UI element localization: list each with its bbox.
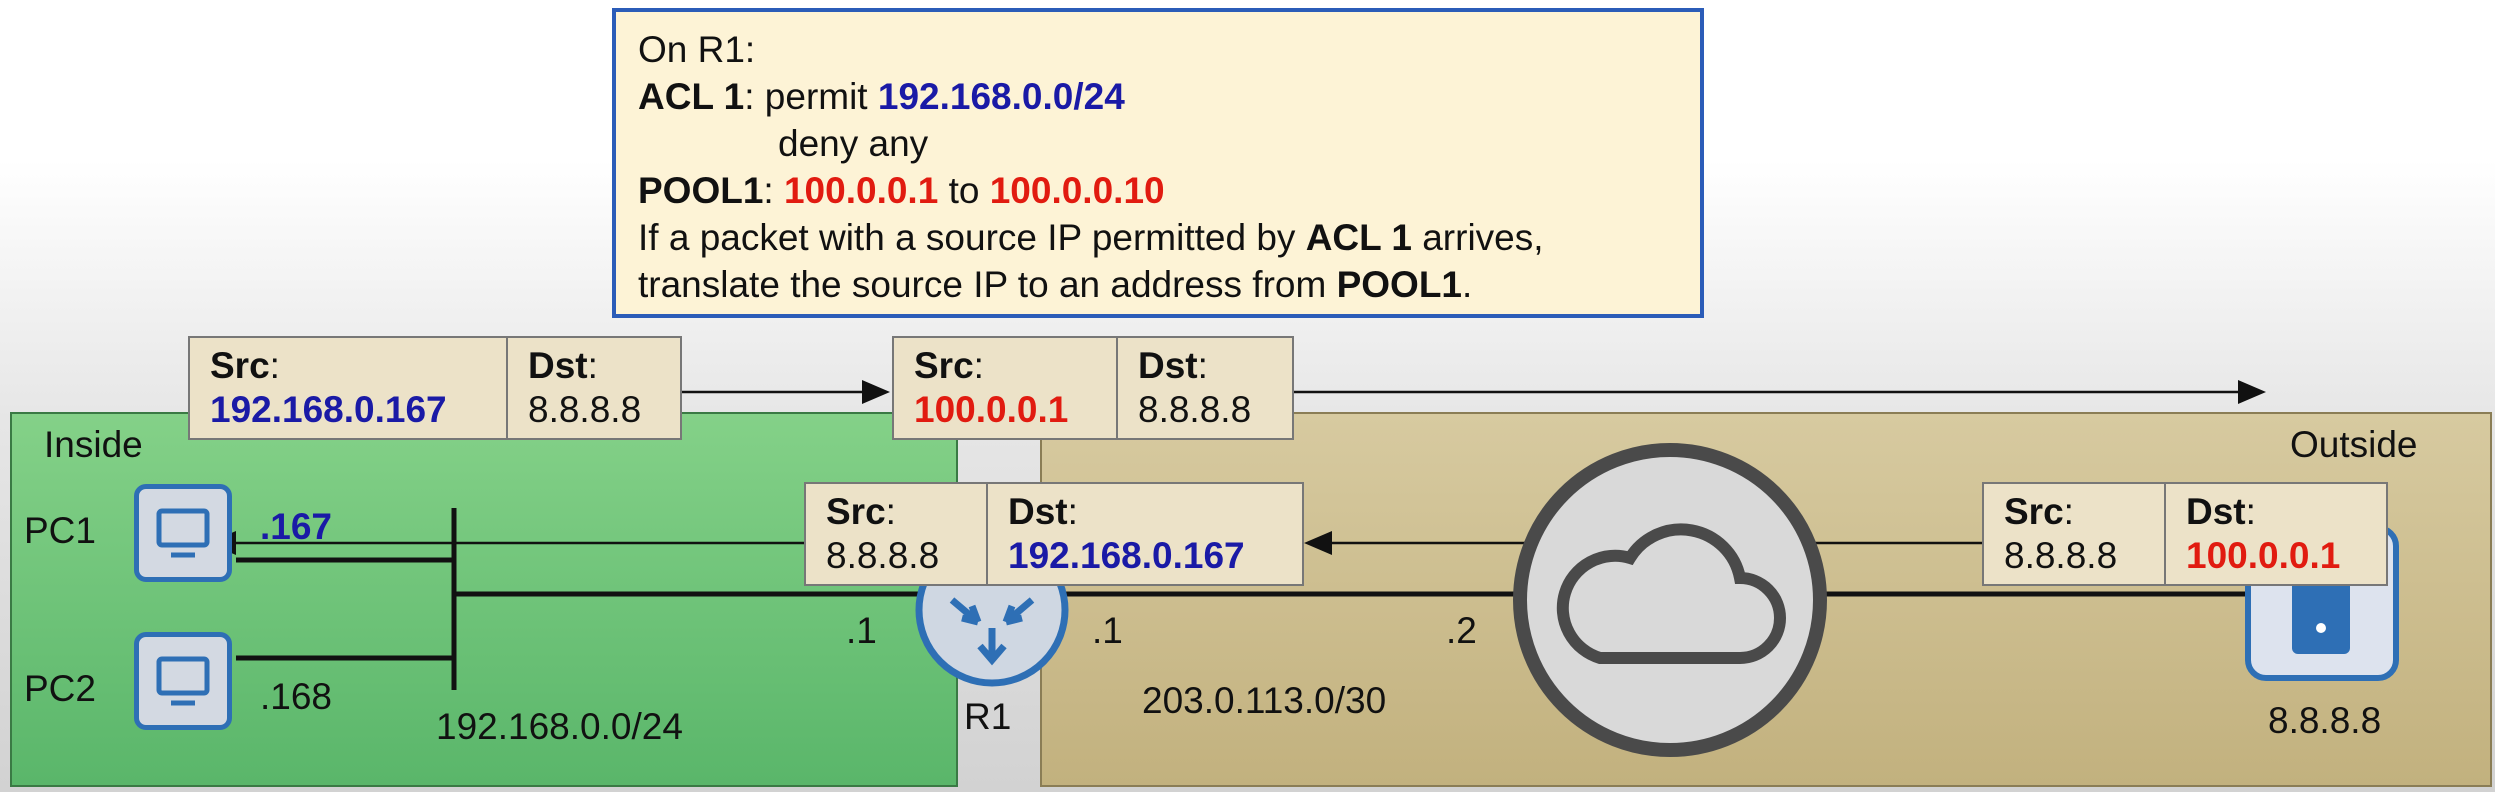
outside-network-label: 203.0.113.0/30 [1142, 680, 1387, 721]
packet-2-dst: Dst: 8.8.8.8 [1116, 338, 1292, 438]
packet-4-src: Src: 8.8.8.8 [2004, 491, 2118, 576]
packet-1: Src: 192.168.0.167 Dst: 8.8.8.8 [188, 336, 682, 440]
pc1-ip: .167 [260, 506, 333, 547]
inside-label: Inside [44, 424, 143, 465]
flow-arrow-3-head [1304, 531, 1332, 555]
server-ip-label: 8.8.8.8 [2268, 700, 2382, 741]
pc1-icon [134, 484, 232, 582]
nat-config-box: On R1: ACL 1: permit 192.168.0.0/24 deny… [612, 8, 1704, 318]
pc2-icon [134, 632, 232, 730]
pc2-ip: .168 [260, 676, 333, 717]
r1-label: R1 [964, 696, 1012, 737]
cloud-icon [1513, 443, 1827, 757]
info-title: On R1: [638, 29, 756, 70]
acl-permit-line: ACL 1: permit 192.168.0.0/24 [638, 76, 1125, 117]
packet-4: Src: 8.8.8.8 Dst: 100.0.0.1 [1982, 482, 2388, 586]
outside-label: Outside [2290, 424, 2418, 465]
packet-1-dst: Dst: 8.8.8.8 [506, 338, 680, 438]
r1-inside-ip: .1 [846, 610, 877, 651]
packet-3-dst: Dst: 192.168.0.167 [986, 484, 1302, 584]
acl-deny-line: deny any [778, 123, 929, 164]
rule-line-2: translate the source IP to an address fr… [638, 264, 1473, 305]
inside-network-label: 192.168.0.0/24 [436, 706, 683, 747]
flow-arrow-2-head [2238, 380, 2266, 404]
packet-3: Src: 8.8.8.8 Dst: 192.168.0.167 [804, 482, 1304, 586]
flow-arrow-1-head [862, 380, 890, 404]
pc2-label: PC2 [24, 668, 96, 709]
r1-outside-ip: .1 [1092, 610, 1123, 651]
packet-2: Src: 100.0.0.1 Dst: 8.8.8.8 [892, 336, 1294, 440]
cloud-ip: .2 [1446, 610, 1477, 651]
packet-3-src: Src: 8.8.8.8 [826, 491, 940, 576]
packet-1-src: Src: 192.168.0.167 [210, 345, 447, 430]
pc1-label: PC1 [24, 510, 96, 551]
packet-4-dst: Dst: 100.0.0.1 [2164, 484, 2386, 584]
pool-line: POOL1: 100.0.0.1 to 100.0.0.10 [638, 170, 1165, 211]
rule-line-1: If a packet with a source IP permitted b… [638, 217, 1544, 258]
packet-2-src: Src: 100.0.0.1 [914, 345, 1069, 430]
